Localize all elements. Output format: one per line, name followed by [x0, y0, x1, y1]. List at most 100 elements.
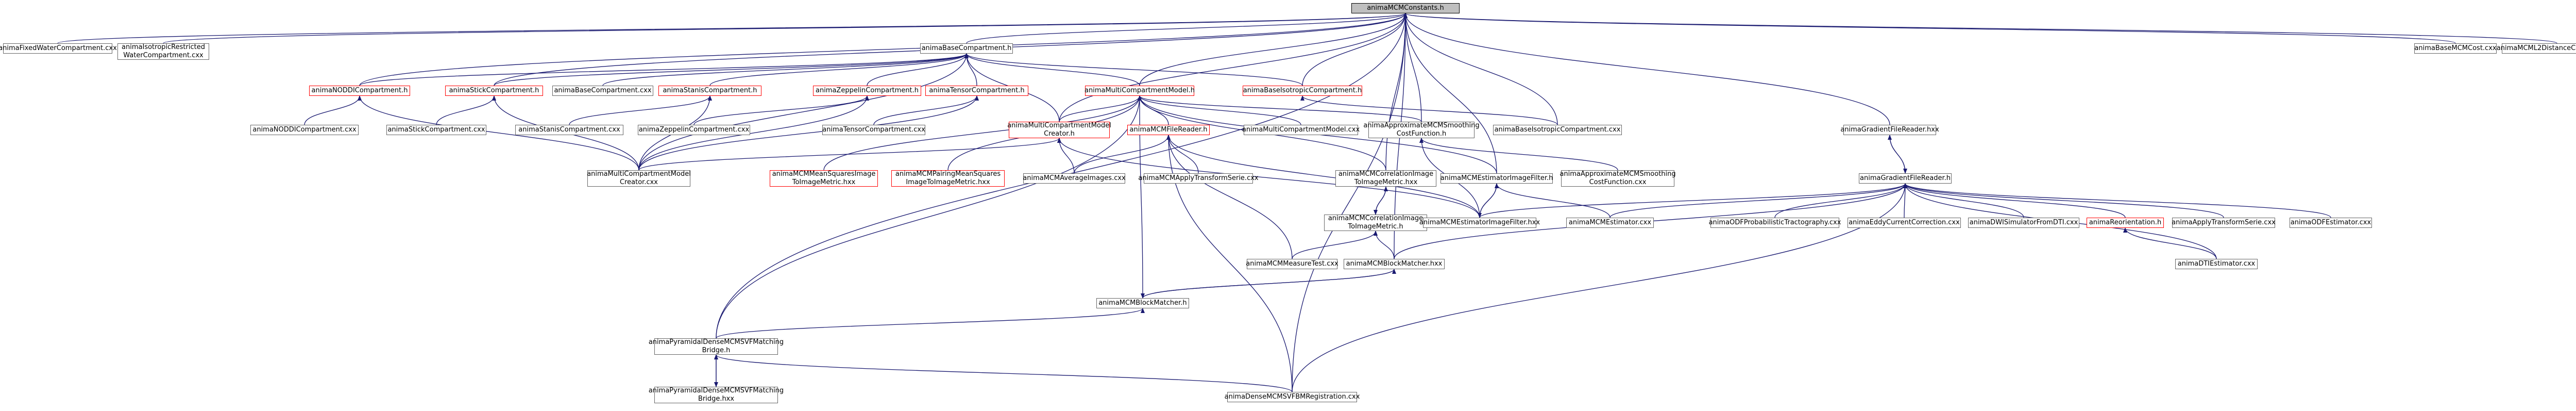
node-mcm-file-reader-h[interactable]: animaMCMFileReader.h — [1127, 125, 1210, 135]
node-mcm-apply-transform-serie[interactable]: animaMCMApplyTransformSerie.cxx — [1138, 173, 1259, 184]
edge-corrImageMetricHdr-to-corrImageMetricH — [1375, 186, 1388, 215]
node-mcm-estimator-image-filter-h[interactable]: animaMCMEstimatorImageFilter.h — [1440, 173, 1553, 184]
node-isotropic-restricted-water[interactable]: animaIsotropicRestricted WaterCompartmen… — [117, 43, 209, 60]
node-mcm-correlation-metric-h[interactable]: animaMCMCorrelationImage ToImageMetric.h — [1324, 215, 1427, 231]
node-label: animaIsotropicRestricted WaterCompartmen… — [122, 43, 205, 59]
edge-corrImageMetricH-to-root — [1385, 13, 1408, 171]
node-tensor-compartment-h[interactable]: animaTensorCompartment.h — [925, 86, 1028, 96]
node-odf-estimator[interactable]: animaODFEstimator.cxx — [2290, 218, 2372, 228]
edge-mcmH-to-root — [1139, 13, 1408, 86]
node-dti-estimator[interactable]: animaDTIEstimator.cxx — [2175, 259, 2258, 269]
node-pyramidal-dense-mcm-bridge-hxx[interactable]: animaPyramidalDenseMCMSVFMatching Bridge… — [649, 387, 784, 403]
edge-odfEst-to-gradH — [1903, 183, 2331, 218]
edge-baseIsoCxx-to-baseIsoH — [1300, 95, 1558, 125]
node-mcm-pairing-mean-squares[interactable]: animaMCMPairingMeanSquares ImageToImageM… — [891, 170, 1005, 187]
node-base-compartment-h[interactable]: animaBaseCompartment.h — [920, 43, 1013, 54]
node-odf-probabilistic-tractography[interactable]: animaODFProbabilisticTractography.cxx — [1708, 218, 1841, 228]
node-fixed-water-compartment[interactable]: animaFixedWaterCompartment.cxx — [0, 43, 117, 54]
node-noddi-compartment-h[interactable]: animaNODDICompartment.h — [309, 86, 410, 96]
edge-mcmEstimatorCxx-to-estImageFilterH — [1495, 183, 1611, 218]
node-mcm-correlation-metric-hxx[interactable]: animaMCMCorrelationImage ToImageMetric.h… — [1335, 170, 1436, 187]
node-label: animaMCML2DistanceComputer.cxx — [2496, 44, 2576, 52]
edge-l2Dist-to-root — [1403, 13, 2557, 44]
node-dense-mcm-svf-bm-registration[interactable]: animaDenseMCMSVFBMRegistration.cxx — [1224, 392, 1360, 402]
node-label: animaMCMMeanSquaresImage ToImageMetric.h… — [772, 170, 876, 186]
edge-approxSmoothH-to-mcmH — [1138, 95, 1422, 122]
edge-denseReg-to-root — [1292, 13, 1408, 392]
node-base-isotropic-compartment-cxx[interactable]: animaBaseIsotropicCompartment.cxx — [1493, 125, 1622, 135]
node-reorientation-h[interactable]: animaReorientation.h — [2087, 218, 2164, 228]
edge-mcmEstimatorCxx-to-gradH — [1609, 183, 1907, 218]
node-label: animaBaseCompartment.cxx — [554, 87, 652, 94]
node-label: animaPyramidalDenseMCMSVFMatching Bridge… — [648, 387, 784, 403]
node-label: animaStanisCompartment.cxx — [518, 126, 620, 134]
node-base-mcm-cost[interactable]: animaBaseMCMCost.cxx — [2414, 43, 2497, 54]
node-apply-transform-serie[interactable]: animaApplyTransformSerie.cxx — [2172, 218, 2276, 228]
node-mcm-mean-squares-metric[interactable]: animaMCMMeanSquaresImage ToImageMetric.h… — [770, 170, 878, 187]
edge-dwiSim-to-gradH — [1903, 183, 2024, 218]
node-base-isotropic-compartment-h[interactable]: animaBaseIsotropicCompartment.h — [1243, 86, 1362, 96]
edge-denseReg-to-pyramidH — [714, 354, 1293, 392]
node-eddy-current-correction[interactable]: animaEddyCurrentCorrection.cxx — [1848, 218, 1961, 228]
edge-approxSmoothH-to-root — [1403, 13, 1422, 122]
edge-stanisCxx-to-stanisH — [569, 95, 712, 125]
node-label: animaMCMEstimatorImageFilter.h — [1440, 174, 1553, 182]
node-label: animaODFEstimator.cxx — [2290, 219, 2371, 226]
node-approximate-mcm-smoothing-cxx[interactable]: animaApproximateMCMSmoothing CostFunctio… — [1560, 170, 1676, 187]
node-mcm-estimator-cxx[interactable]: animaMCMEstimator.cxx — [1566, 218, 1654, 228]
edge-noddiH-to-baseComp — [359, 53, 969, 86]
edge-mcmCreatorCxx-to-mcmCreatorH — [638, 138, 1061, 171]
node-mcm-estimator-image-filter-hxx[interactable]: animaMCMEstimatorImageFilter.hxx — [1419, 218, 1540, 228]
node-label: animaStickCompartment.h — [449, 87, 539, 94]
node-stanis-compartment-h[interactable]: animaStanisCompartment.h — [658, 86, 761, 96]
edge-baseCompCxx-to-baseComp — [602, 53, 969, 86]
node-mcm-creator-cxx[interactable]: animaMultiCompartmentModel Creator.cxx — [587, 170, 691, 187]
edge-averageImages-to-mcmFileReaderH — [1074, 135, 1171, 174]
edge-mcmCreatorH-to-mcmH — [1059, 95, 1142, 122]
node-mcm-block-matcher-h[interactable]: animaMCMBlockMatcher.h — [1096, 298, 1189, 308]
node-mcm-average-images[interactable]: animaMCMAverageImages.cxx — [1023, 173, 1126, 184]
edge-pyramidH-to-blockMatcherH — [716, 308, 1145, 339]
edge-mcmH-to-baseComp — [964, 53, 1140, 86]
node-pyramidal-dense-mcm-bridge-h[interactable]: animaPyramidalDenseMCMSVFMatching Bridge… — [649, 338, 784, 355]
node-label: animaApproximateMCMSmoothing CostFunctio… — [1363, 122, 1480, 138]
node-label: animaNODDICompartment.cxx — [252, 126, 357, 134]
edge-mcmCreatorCxx-to-tensorH — [638, 95, 979, 171]
node-label: animaODFProbabilisticTractography.cxx — [1708, 219, 1841, 226]
node-label: animaMCMEstimatorImageFilter.hxx — [1419, 219, 1540, 226]
node-mcm-measure-test[interactable]: animaMCMMeasureTest.cxx — [1246, 259, 1338, 269]
node-approximate-mcm-smoothing-h[interactable]: animaApproximateMCMSmoothing CostFunctio… — [1363, 122, 1480, 138]
node-base-compartment-cxx[interactable]: animaBaseCompartment.cxx — [552, 86, 653, 96]
node-gradient-file-reader-hxx[interactable]: animaGradientFileReader.hxx — [1840, 125, 1939, 135]
node-label: animaTensorCompartment.cxx — [822, 126, 925, 134]
node-zeppelin-compartment-h[interactable]: animaZeppelinCompartment.h — [813, 86, 921, 96]
edge-measureTest-to-corrImageMetricHdr — [1292, 231, 1378, 259]
node-zeppelin-compartment-cxx[interactable]: animaZeppelinCompartment.cxx — [638, 125, 750, 135]
edge-mcmCreatorCxx-to-zeppelinH — [638, 95, 869, 171]
node-noddi-compartment-cxx[interactable]: animaNODDICompartment.cxx — [250, 125, 359, 135]
node-label: animaPyramidalDenseMCMSVFMatching Bridge… — [648, 338, 784, 354]
edges-layer — [57, 13, 2557, 392]
node-gradient-file-reader-h[interactable]: animaGradientFileReader.h — [1859, 173, 1952, 184]
node-multi-compartment-model-cxx[interactable]: animaMultiCompartmentModel.cxx — [1242, 125, 1360, 135]
node-dwi-simulator-from-dti[interactable]: animaDWISimulatorFromDTI.cxx — [1968, 218, 2079, 228]
node-stick-compartment-h[interactable]: animaStickCompartment.h — [445, 86, 543, 96]
edge-dtiEst-to-reorientation — [2123, 227, 2217, 259]
node-mcm-l2-distance[interactable]: animaMCML2DistanceComputer.cxx — [2497, 43, 2576, 54]
node-tensor-compartment-cxx[interactable]: animaTensorCompartment.cxx — [822, 125, 925, 135]
node-label: animaMCMApplyTransformSerie.cxx — [1138, 174, 1259, 182]
edge-estImageFilterH-to-root — [1403, 13, 1497, 174]
node-label: animaDenseMCMSVFBMRegistration.cxx — [1224, 393, 1360, 401]
edge-noddiCxx-to-noddiH — [304, 95, 362, 125]
node-multi-compartment-model-h[interactable]: animaMultiCompartmentModel.h — [1084, 86, 1195, 96]
edge-reorientation-to-gradH — [1903, 183, 2126, 218]
node-label: animaTensorCompartment.h — [929, 87, 1025, 94]
node-label: animaMCMCorrelationImage ToImageMetric.h… — [1338, 170, 1434, 186]
node-mcm-creator-h[interactable]: animaMultiCompartmentModel Creator.h — [1007, 122, 1111, 138]
node-stick-compartment-cxx[interactable]: animaStickCompartment.cxx — [386, 125, 486, 135]
node-mcm-block-matcher-hxx[interactable]: animaMCMBlockMatcher.hxx — [1344, 259, 1445, 269]
edge-noddiH-to-root — [359, 13, 1408, 86]
node-label: animaBaseIsotropicCompartment.h — [1243, 87, 1362, 94]
node-stanis-compartment-cxx[interactable]: animaStanisCompartment.cxx — [515, 125, 623, 135]
